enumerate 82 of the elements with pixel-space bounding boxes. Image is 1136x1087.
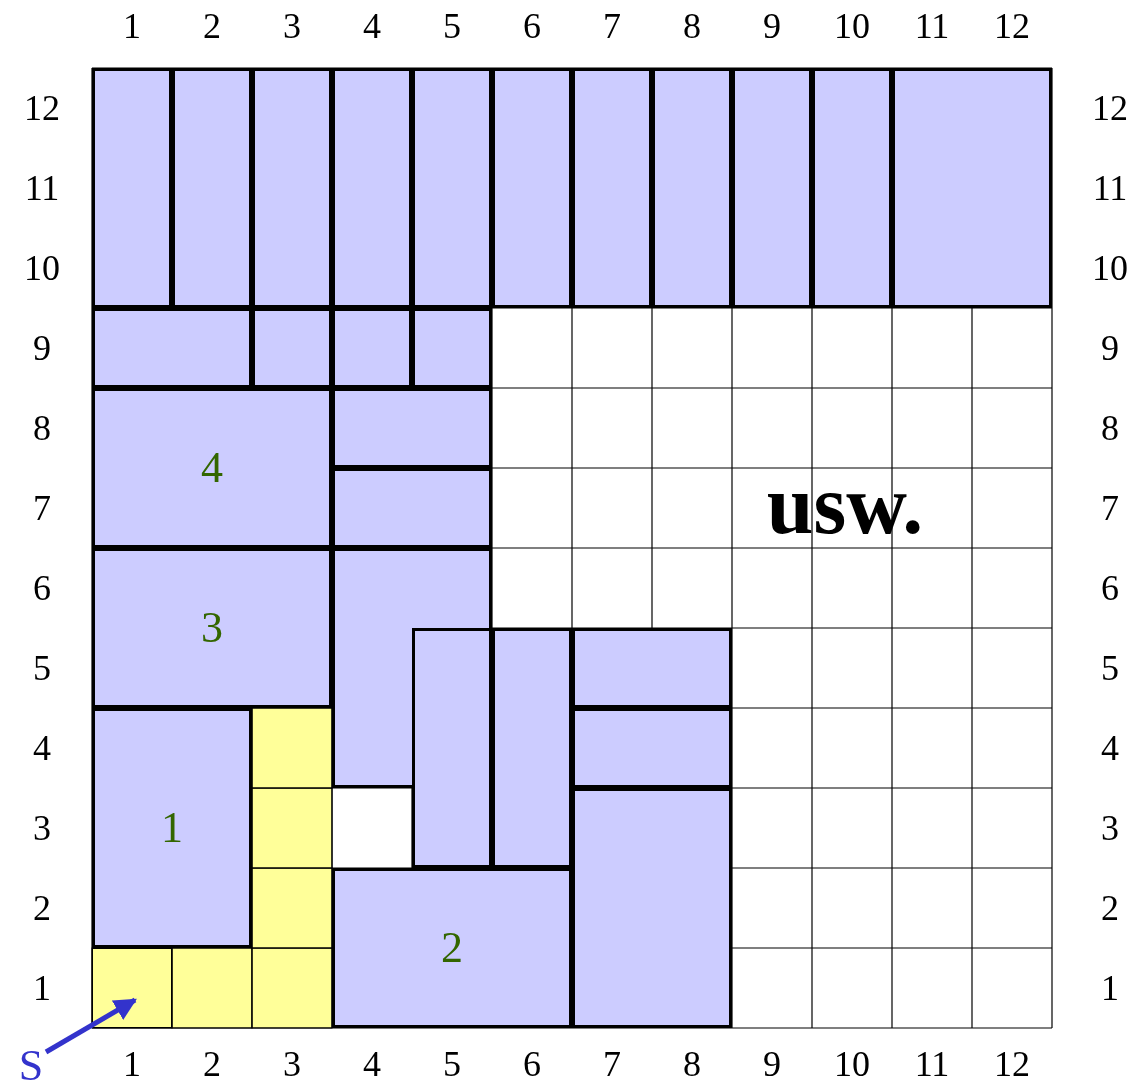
axis-number: 12 <box>994 8 1030 44</box>
axis-number: 4 <box>363 1046 381 1082</box>
axis-number: 4 <box>33 730 51 766</box>
block <box>652 68 732 308</box>
block-number: 1 <box>161 806 183 850</box>
axis-number: 8 <box>683 8 701 44</box>
block <box>412 308 492 388</box>
block-number: 4 <box>201 446 223 490</box>
block <box>92 308 252 388</box>
axis-number: 9 <box>33 330 51 366</box>
axis-number: 7 <box>603 1046 621 1082</box>
axis-number: 8 <box>1101 410 1119 446</box>
numbered-block <box>92 708 252 948</box>
block <box>812 68 892 308</box>
start-cell <box>92 948 172 1028</box>
axis-number: 1 <box>123 1046 141 1082</box>
block <box>412 628 492 868</box>
block <box>332 308 412 388</box>
axis-number: 10 <box>1092 250 1128 286</box>
axis-number: 8 <box>33 410 51 446</box>
axis-number: 3 <box>283 8 301 44</box>
block <box>572 708 732 788</box>
axis-number: 1 <box>1101 970 1119 1006</box>
axis-number: 10 <box>24 250 60 286</box>
block <box>732 68 812 308</box>
axis-number: 9 <box>1101 330 1119 366</box>
axis-number: 9 <box>763 8 781 44</box>
axis-number: 12 <box>1092 90 1128 126</box>
axis-number: 1 <box>33 970 51 1006</box>
axis-number: 2 <box>203 8 221 44</box>
axis-number: 2 <box>203 1046 221 1082</box>
axis-number: 3 <box>283 1046 301 1082</box>
axis-number: 3 <box>1101 810 1119 846</box>
block <box>892 68 1052 308</box>
axis-number: 6 <box>523 8 541 44</box>
block <box>332 468 492 548</box>
numbered-block <box>92 548 332 708</box>
block <box>332 68 412 308</box>
block <box>332 388 492 468</box>
axis-number: 6 <box>523 1046 541 1082</box>
axis-number: 9 <box>763 1046 781 1082</box>
axis-number: 8 <box>683 1046 701 1082</box>
block <box>572 788 732 1028</box>
numbered-block <box>92 388 332 548</box>
axis-number: 10 <box>834 8 870 44</box>
numbered-block <box>332 868 572 1028</box>
axis-number: 4 <box>1101 730 1119 766</box>
l-shaped-block <box>332 548 492 788</box>
axis-number: 11 <box>1092 170 1128 206</box>
arrow <box>44 997 137 1055</box>
block <box>572 628 732 708</box>
block <box>172 68 252 308</box>
block <box>492 628 572 868</box>
block-number: 2 <box>441 926 463 970</box>
axis-number: 11 <box>914 8 950 44</box>
axis-number: 10 <box>834 1046 870 1082</box>
axis-number: 12 <box>994 1046 1030 1082</box>
axis-number: 5 <box>33 650 51 686</box>
block <box>492 68 572 308</box>
axis-number: 1 <box>123 8 141 44</box>
block <box>252 308 332 388</box>
axis-number: 5 <box>1101 650 1119 686</box>
axis-number: 5 <box>443 8 461 44</box>
axis-number: 12 <box>24 90 60 126</box>
block-number: 3 <box>201 606 223 650</box>
axis-number: 5 <box>443 1046 461 1082</box>
axis-number: 2 <box>33 890 51 926</box>
axis-number: 11 <box>914 1046 950 1082</box>
block <box>252 68 332 308</box>
axis-number: 4 <box>363 8 381 44</box>
axis-number: 7 <box>1101 490 1119 526</box>
axis-number: 7 <box>33 490 51 526</box>
block <box>92 68 172 308</box>
block <box>572 68 652 308</box>
start-label: S <box>14 1046 48 1086</box>
block <box>412 68 492 308</box>
axis-number: 2 <box>1101 890 1119 926</box>
axis-number: 6 <box>1101 570 1119 606</box>
axis-number: 7 <box>603 8 621 44</box>
axis-number: 3 <box>33 810 51 846</box>
axis-number: 11 <box>24 170 60 206</box>
axis-number: 6 <box>33 570 51 606</box>
